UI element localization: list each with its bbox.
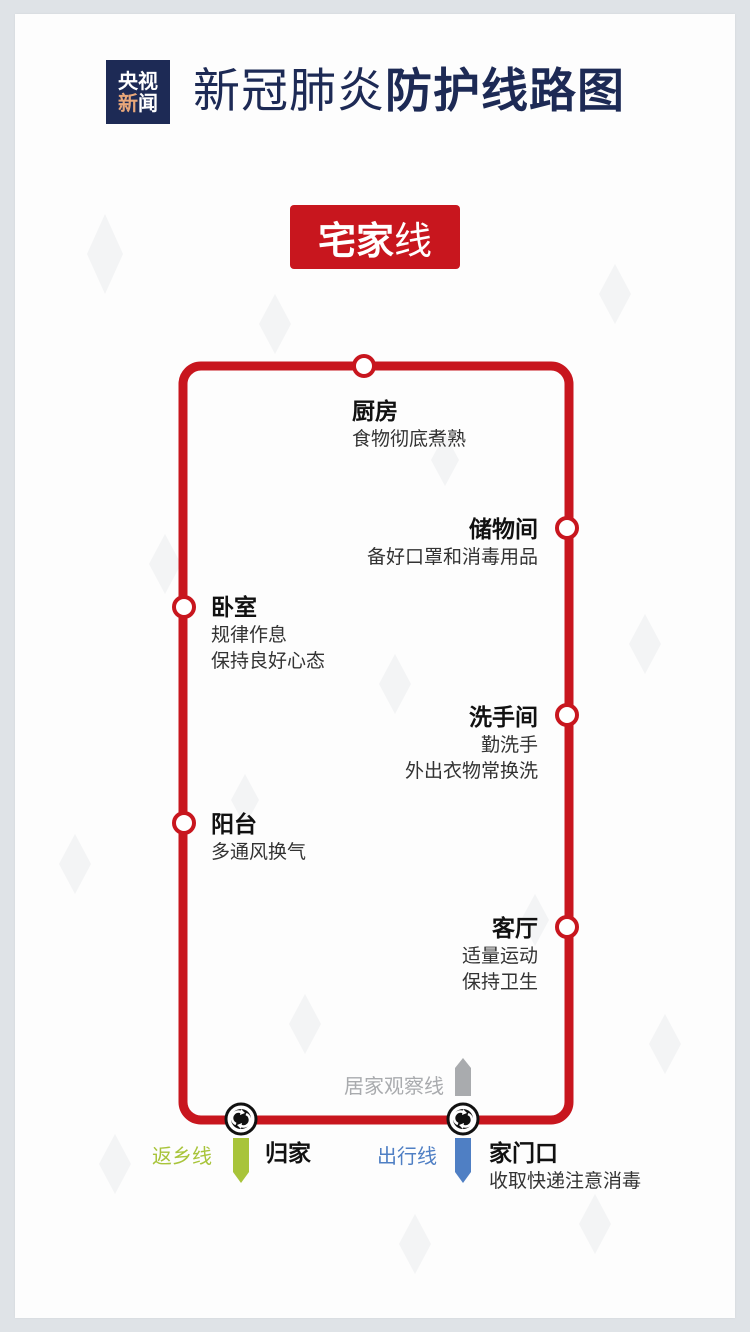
station-name: 归家	[265, 1141, 311, 1167]
station-desc: 规律作息	[211, 624, 288, 646]
logo-row1: 央视	[118, 69, 158, 93]
cctv-news-logo: 央视 新闻	[106, 60, 170, 124]
station-desc: 外出衣物常换洗	[404, 760, 538, 782]
station-kitchen: 厨房 食物彻底煮熟	[352, 398, 466, 452]
line-name-badge: 宅家线	[290, 205, 460, 269]
station-marker-living-room[interactable]	[555, 915, 579, 939]
transfer-station-home[interactable]	[224, 1102, 258, 1136]
title-bold: 防护线路图	[385, 64, 625, 119]
station-desc: 食物彻底煮熟	[352, 428, 467, 450]
badge-bold-text: 宅家	[317, 218, 394, 263]
outing-line-label: 出行线	[377, 1144, 437, 1168]
return-line-arrow	[233, 1138, 249, 1183]
station-desc: 备好口罩和消毒用品	[366, 546, 538, 568]
station-desc: 多通风换气	[211, 841, 307, 863]
station-name: 厨房	[352, 399, 398, 425]
title-regular: 新冠肺炎	[193, 64, 385, 119]
station-home: 归家	[265, 1140, 311, 1168]
outing-line-arrow	[455, 1138, 471, 1183]
station-name: 家门口	[489, 1141, 558, 1167]
page-title: 新冠肺炎防护线路图	[193, 62, 625, 122]
station-name: 阳台	[211, 812, 257, 838]
return-line-label: 返乡线	[152, 1144, 212, 1168]
station-marker-bathroom[interactable]	[555, 703, 579, 727]
station-desc: 适量运动	[461, 945, 538, 967]
station-name: 储物间	[469, 517, 538, 543]
station-marker-kitchen[interactable]	[352, 354, 376, 378]
station-desc: 收取快递注意消毒	[489, 1170, 642, 1192]
station-desc: 勤洗手	[480, 734, 538, 756]
station-name: 客厅	[492, 916, 538, 942]
station-marker-storage[interactable]	[555, 516, 579, 540]
transfer-station-doorway[interactable]	[446, 1102, 480, 1136]
station-name: 卧室	[211, 595, 257, 621]
observation-line-arrow	[455, 1058, 471, 1096]
station-desc: 保持良好心态	[211, 650, 326, 672]
station-name: 洗手间	[469, 705, 538, 731]
station-doorway: 家门口 收取快递注意消毒	[489, 1140, 641, 1194]
logo-row2: 新闻	[118, 91, 158, 115]
station-bedroom: 卧室 规律作息 保持良好心态	[211, 594, 325, 674]
station-bathroom: 洗手间 勤洗手 外出衣物常换洗	[405, 704, 538, 784]
background-diamond-pattern	[59, 214, 681, 1274]
station-living-room: 客厅 适量运动 保持卫生	[462, 915, 538, 995]
station-marker-balcony[interactable]	[172, 811, 196, 835]
badge-thin-text: 线	[394, 218, 433, 263]
station-balcony: 阳台 多通风换气	[211, 811, 306, 865]
station-storage: 储物间 备好口罩和消毒用品	[367, 516, 538, 570]
observation-line-label: 居家观察线	[344, 1074, 444, 1098]
station-desc: 保持卫生	[461, 971, 538, 993]
station-marker-bedroom[interactable]	[172, 595, 196, 619]
